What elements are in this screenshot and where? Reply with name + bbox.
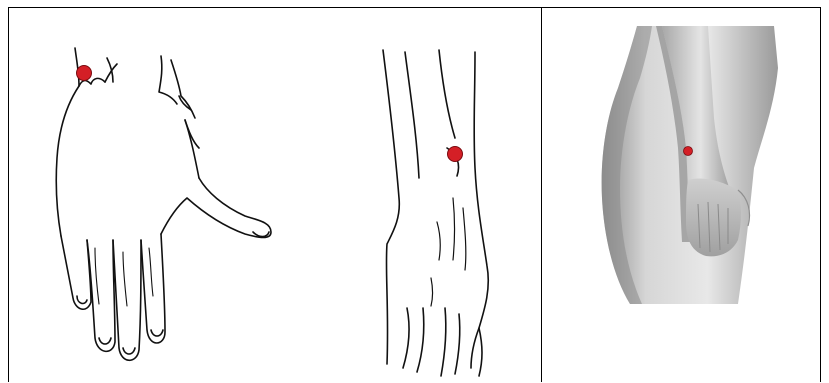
acupoint-marker-forearm: [448, 147, 463, 162]
arm-3d-render: [542, 8, 821, 383]
acupoint-marker-render: [684, 147, 693, 156]
line-drawing-cell: [9, 8, 541, 382]
figure-table: [8, 7, 821, 382]
render-body: [602, 26, 778, 304]
hand-drawings: [9, 8, 541, 383]
hand-drawing: [56, 48, 271, 360]
render-cell: [542, 8, 821, 382]
acupoint-marker-hand: [77, 66, 92, 81]
forearm-drawing: [383, 50, 488, 376]
